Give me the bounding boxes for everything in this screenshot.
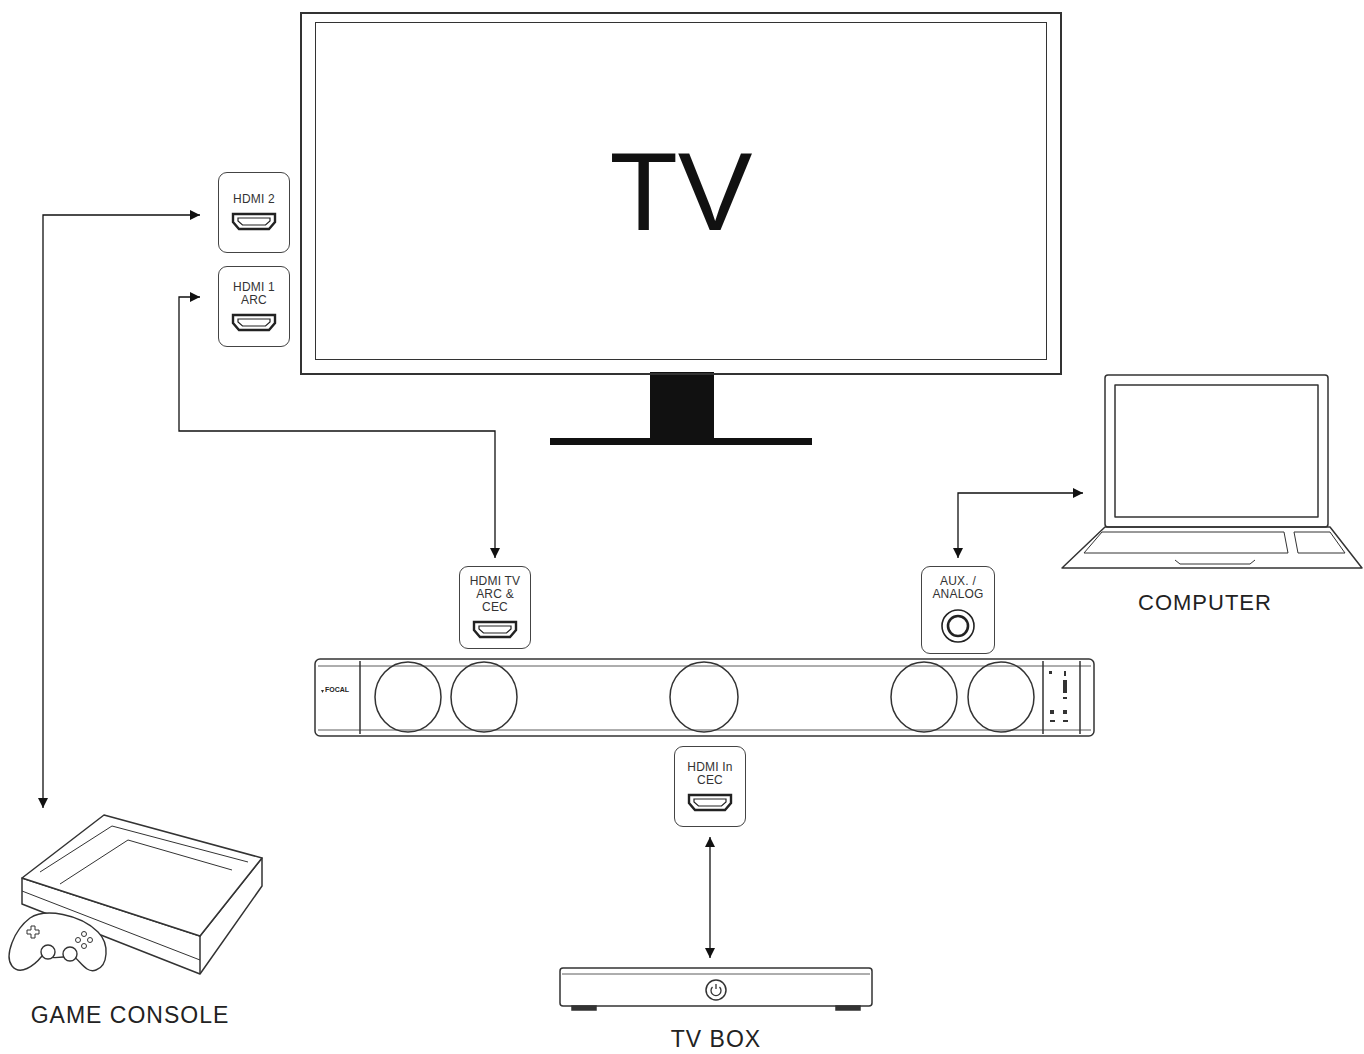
port-label: HDMI 1 ARC [231,281,277,307]
controller-body [9,913,106,971]
brand-logo: FOCAL [325,686,349,693]
drawing-part [233,315,275,330]
hdmi-port-icon [231,212,277,232]
computer-figure: COMPUTER [1100,372,1364,622]
tv-box-foot [836,1006,860,1010]
soundbar-edge [318,666,1091,667]
port-label: AUX. / ANALOG [926,575,990,601]
thumbstick [63,947,77,961]
soundbar-buttons [1049,671,1068,722]
jack-port-icon [939,607,977,645]
button [1050,720,1055,722]
tv-box [560,968,872,1010]
cable-connector [709,837,710,958]
laptop-screen [1105,375,1328,527]
button [1063,720,1068,722]
drawing-part [694,799,726,806]
soundbar [315,659,1094,736]
keyboard [1084,532,1288,553]
device-label: COMPUTER [1100,590,1310,616]
soundbar-body [315,659,1094,736]
device-title: TV [302,131,1060,251]
stand-neck [650,372,714,439]
device-label: GAME CONSOLE [5,1002,255,1029]
drawing-part [942,610,974,642]
drawing-part [474,622,516,637]
hdmi-port-icon [687,793,733,813]
power-button [706,980,726,1000]
drawing-part [238,218,270,225]
power-symbol [711,984,721,996]
button [1050,710,1054,714]
drawing-part [233,214,275,229]
cable-connector [958,493,1083,558]
drawing-part [238,319,270,326]
stand-base [550,438,812,445]
button [1064,671,1066,676]
soundbar-panel [1079,661,1081,734]
console-groove [60,840,232,884]
console-edge [199,936,201,974]
cable-connector [43,215,200,808]
driver [670,662,738,732]
face-button [76,938,81,943]
thumbstick [41,945,55,959]
face-button [82,932,87,937]
drawing-part [479,626,511,633]
face-button [88,938,93,943]
hdmi-port-icon [231,313,277,333]
laptop [1062,375,1362,568]
controller [9,913,106,971]
d-pad [27,926,39,938]
hdmi-port-icon [472,620,518,640]
hdmi-port-box: HDMI 2 [218,172,290,253]
tv-box-figure: TV BOX [555,964,877,1052]
port-label: HDMI In CEC [678,761,742,787]
face-button [82,944,87,949]
laptop-display [1115,385,1318,517]
aux-port-box: AUX. / ANALOG [921,566,995,654]
driver [891,662,957,732]
tv-box-foot [572,1006,596,1010]
tv-box-body [560,968,872,1006]
drawing-part [948,616,968,636]
console-figure: GAME CONSOLE [5,812,270,1037]
button [1063,710,1067,714]
soundbar-cap [359,661,361,734]
logo-mark [321,690,324,693]
tv-box-edge [562,974,870,975]
trackpad [1294,532,1345,553]
button [1063,680,1067,693]
driver [375,662,441,732]
device-label: TV BOX [555,1026,877,1053]
soundbar-panel [1042,661,1044,734]
port-label: HDMI TV ARC & CEC [463,575,527,614]
driver [968,662,1034,732]
soundbar-edge [318,730,1091,731]
laptop-notch [1175,560,1255,564]
hdmi-port-box: HDMI 1 ARC [218,266,290,347]
tv-stand [550,372,812,445]
button [1049,671,1052,674]
laptop-base [1062,527,1362,568]
port-label: HDMI 2 [222,193,286,206]
driver [451,662,517,732]
hdmi-port-box: HDMI TV ARC & CEC [459,566,531,649]
hdmi-port-box: HDMI In CEC [674,746,746,827]
tv-screen: TV [300,12,1062,375]
button [1063,697,1067,699]
drawing-part [689,795,731,810]
